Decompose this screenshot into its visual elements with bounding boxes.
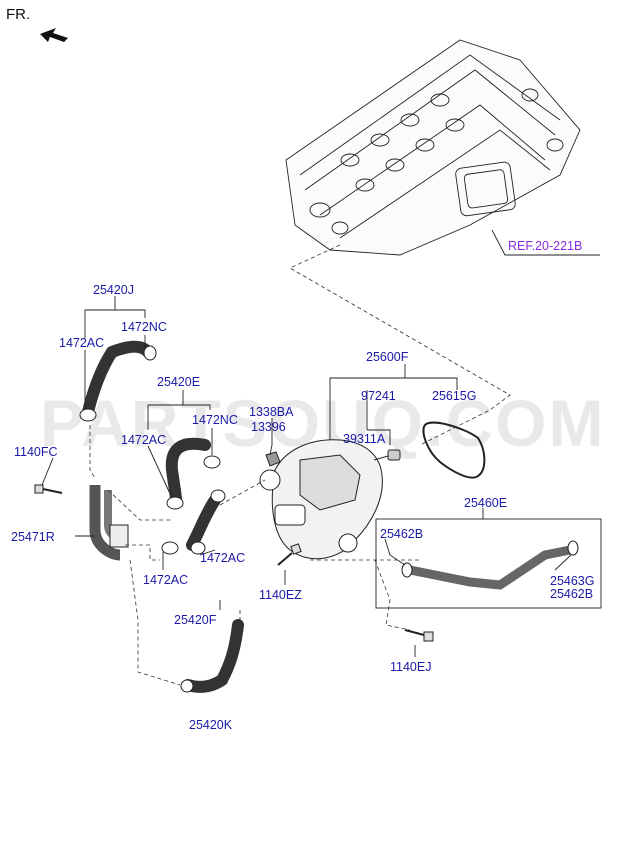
part-label-25420j[interactable]: 25420J: [93, 283, 135, 297]
sensor-39311a: [373, 449, 401, 461]
part-label-1472ac-c[interactable]: 1472AC: [143, 573, 189, 587]
clamp-1472nc-b: [203, 455, 221, 469]
bolt-1140fc: [34, 484, 63, 494]
thermostat-housing-25600f: [259, 439, 383, 560]
part-label-1472nc-b[interactable]: 1472NC: [192, 413, 238, 427]
part-label-25471r[interactable]: 25471R: [11, 530, 55, 544]
part-label-1140ej[interactable]: 1140EJ: [390, 660, 432, 674]
clamp-1472ac-c: [161, 541, 179, 555]
part-label-25420e[interactable]: 25420E: [157, 375, 201, 389]
dashed-link-head: [289, 244, 511, 446]
clamp-1472ac-a: [79, 408, 97, 422]
part-label-25600f[interactable]: 25600F: [366, 350, 409, 364]
part-label-1472ac-b[interactable]: 1472AC: [121, 433, 167, 447]
dashed-links: [89, 425, 420, 686]
clamp-1472nc-a: [143, 345, 157, 361]
part-label-1338ba[interactable]: 1338BA: [249, 405, 294, 419]
part-label-1472ac-a[interactable]: 1472AC: [59, 336, 105, 350]
part-label-25615g[interactable]: 25615G: [432, 389, 477, 403]
o-ring-25462b-b: [567, 540, 579, 556]
clamp-1472ac-d: [190, 541, 206, 555]
part-label-1140ez[interactable]: 1140EZ: [259, 588, 302, 602]
front-orientation-label: FR.: [6, 6, 31, 23]
part-label-25420k[interactable]: 25420K: [189, 718, 233, 732]
o-ring-25462b-a: [401, 562, 413, 578]
hose-25420k: [182, 619, 244, 693]
part-label-13396[interactable]: 13396: [251, 420, 286, 434]
bolt-1140ej: [404, 629, 434, 642]
front-direction-arrow-icon: [40, 28, 68, 42]
hose-25420f: [186, 494, 221, 551]
ref-label[interactable]: REF.20-221B: [508, 239, 583, 253]
part-label-25463g[interactable]: 25463G: [550, 574, 595, 588]
part-label-25462b-b[interactable]: 25462B: [550, 587, 594, 601]
part-label-25420f[interactable]: 25420F: [174, 613, 217, 627]
part-label-1472ac-d[interactable]: 1472AC: [200, 551, 246, 565]
plug-1338ba: [265, 451, 281, 467]
clamp-1472ac-b: [166, 496, 184, 510]
hose-25420e: [165, 437, 211, 506]
pipe-25471r: [89, 485, 129, 561]
bolt-1140ez: [277, 543, 302, 566]
part-label-25460e[interactable]: 25460E: [464, 496, 508, 510]
part-label-1472nc-a[interactable]: 1472NC: [121, 320, 167, 334]
part-label-1140fc[interactable]: 1140FC: [14, 445, 58, 459]
part-label-25462b-a[interactable]: 25462B: [380, 527, 424, 541]
pipe-25460e: [405, 545, 575, 590]
part-label-97241[interactable]: 97241: [361, 389, 396, 403]
cylinder-head: [285, 39, 581, 256]
part-label-39311a[interactable]: 39311A: [343, 432, 386, 446]
leader-lines: [41, 296, 572, 657]
gasket-25615g: [422, 421, 486, 479]
ref-leader: [491, 229, 600, 256]
